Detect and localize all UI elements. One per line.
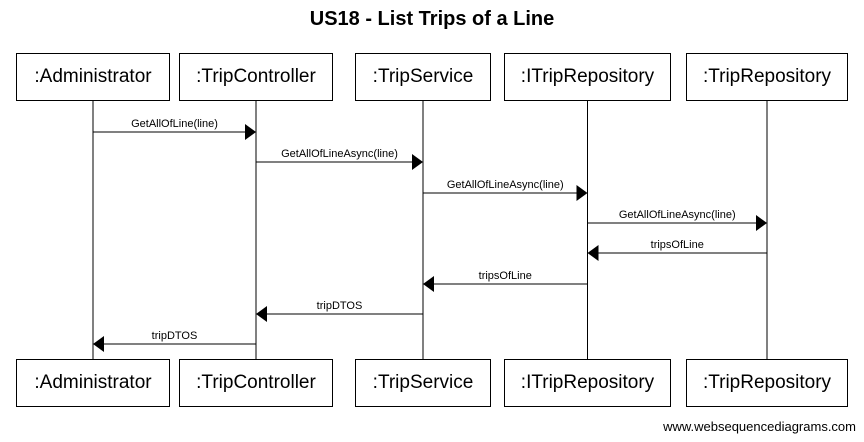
- arrowhead: [93, 336, 104, 352]
- message-label: tripDTOS: [316, 300, 363, 312]
- message-label: tripsOfLine: [478, 270, 532, 282]
- message-label: GetAllOfLineAsync(line): [281, 148, 398, 160]
- footer-credit: www.websequencediagrams.com: [663, 419, 856, 434]
- participant-top: :TripController: [179, 53, 333, 101]
- arrowhead: [756, 215, 767, 231]
- message-label: GetAllOfLineAsync(line): [446, 179, 564, 191]
- participant-top: :Administrator: [16, 53, 170, 101]
- message-label: GetAllOfLine(line): [131, 118, 218, 130]
- message-label: tripDTOS: [151, 330, 198, 342]
- participant-top: :TripService: [355, 53, 491, 101]
- arrowhead: [412, 154, 423, 170]
- diagram-title: US18 - List Trips of a Line: [309, 8, 555, 30]
- message-label: tripsOfLine: [650, 239, 704, 251]
- arrowhead: [423, 276, 434, 292]
- participant-bottom: :Administrator: [16, 359, 170, 407]
- arrowhead: [587, 245, 599, 261]
- arrowhead: [576, 185, 588, 201]
- participant-bottom: :TripRepository: [686, 359, 848, 407]
- participant-bottom: :TripService: [355, 359, 491, 407]
- participant-top: :ITripRepository: [504, 53, 671, 101]
- message-label: GetAllOfLineAsync(line): [618, 209, 736, 221]
- participant-bottom: :ITripRepository: [504, 359, 671, 407]
- arrowhead: [256, 306, 267, 322]
- participant-top: :TripRepository: [686, 53, 848, 101]
- arrowhead: [245, 124, 256, 140]
- participant-bottom: :TripController: [179, 359, 333, 407]
